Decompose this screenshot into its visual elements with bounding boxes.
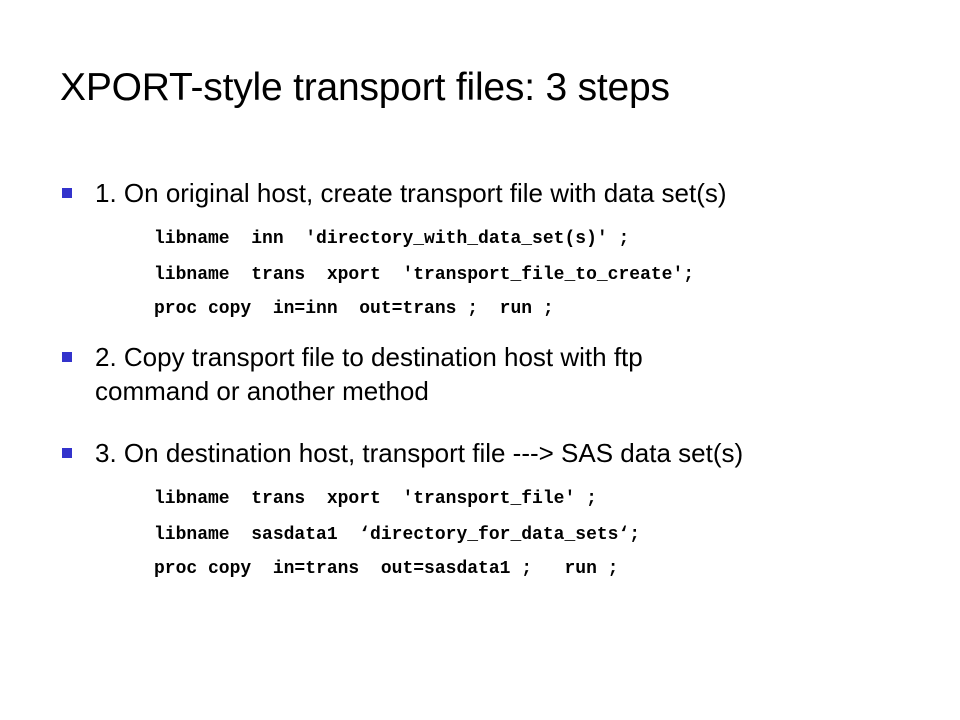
bullet-step-3-text: 3. On destination host, transport file -…: [95, 438, 744, 468]
slide-title: XPORT-style transport files: 3 steps: [60, 66, 670, 109]
code-line-3-3: proc copy in=trans out=sasdata1 ; run ;: [154, 559, 619, 579]
bullet-step-2: 2. Copy transport file to destination ho…: [62, 340, 922, 410]
bullet-step-2-line-1: 2. Copy transport file to destination ho…: [95, 342, 643, 372]
code-line-3-1: libname trans xport 'transport_file' ;: [154, 489, 597, 509]
square-bullet-icon: [62, 448, 72, 458]
square-bullet-icon: [62, 188, 72, 198]
code-line-1-2: libname trans xport 'transport_file_to_c…: [154, 265, 695, 285]
code-line-1-1: libname inn 'directory_with_data_set(s)'…: [154, 229, 630, 249]
code-line-1-3: proc copy in=inn out=trans ; run ;: [154, 299, 554, 319]
bullet-step-2-text: 2. Copy transport file to destination ho…: [95, 340, 895, 408]
code-line-3-2: libname sasdata1 ‘directory_for_data_set…: [154, 525, 641, 545]
bullet-step-1-text: 1. On original host, create transport fi…: [95, 178, 727, 208]
square-bullet-icon: [62, 352, 72, 362]
bullet-step-2-line-2: command or another method: [95, 376, 429, 406]
